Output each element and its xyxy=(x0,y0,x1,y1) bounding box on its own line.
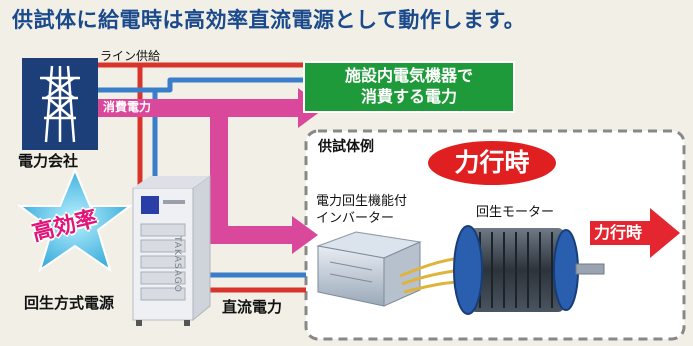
facility-box-label: 施設内電気機器で 消費する電力 xyxy=(344,66,473,106)
high-efficiency-star xyxy=(17,167,133,273)
cabinet-brand-label: TAKASAGO xyxy=(172,236,182,293)
regen-motor-label: 回生モーター xyxy=(476,205,555,220)
power-tower-icon xyxy=(22,58,98,150)
power-company-label: 電力会社 xyxy=(18,152,79,170)
line-supply-label: ライン供給 xyxy=(100,49,161,63)
power-consumption-label: 消費電力 xyxy=(103,100,152,114)
powering-badge xyxy=(428,141,556,185)
inverter-icon xyxy=(316,231,422,307)
regen-motor-icon xyxy=(453,225,605,315)
power-supply-cabinet xyxy=(132,175,211,326)
powering-badge-label: 力行時 xyxy=(454,148,530,177)
facility-box xyxy=(303,61,515,113)
page-title: 供試体に給電時は高効率直流電源として動作します。 xyxy=(12,8,526,32)
powering-arrow xyxy=(590,208,680,258)
dc-power-label: 直流電力 xyxy=(222,298,283,316)
powering-arrow-label: 力行時 xyxy=(594,223,643,242)
test-example-label: 供試体例 xyxy=(318,139,374,155)
regen-power-supply-label: 回生方式電源 xyxy=(24,294,115,312)
inverter-label: 電力回生機能付 インバーター xyxy=(316,194,408,226)
